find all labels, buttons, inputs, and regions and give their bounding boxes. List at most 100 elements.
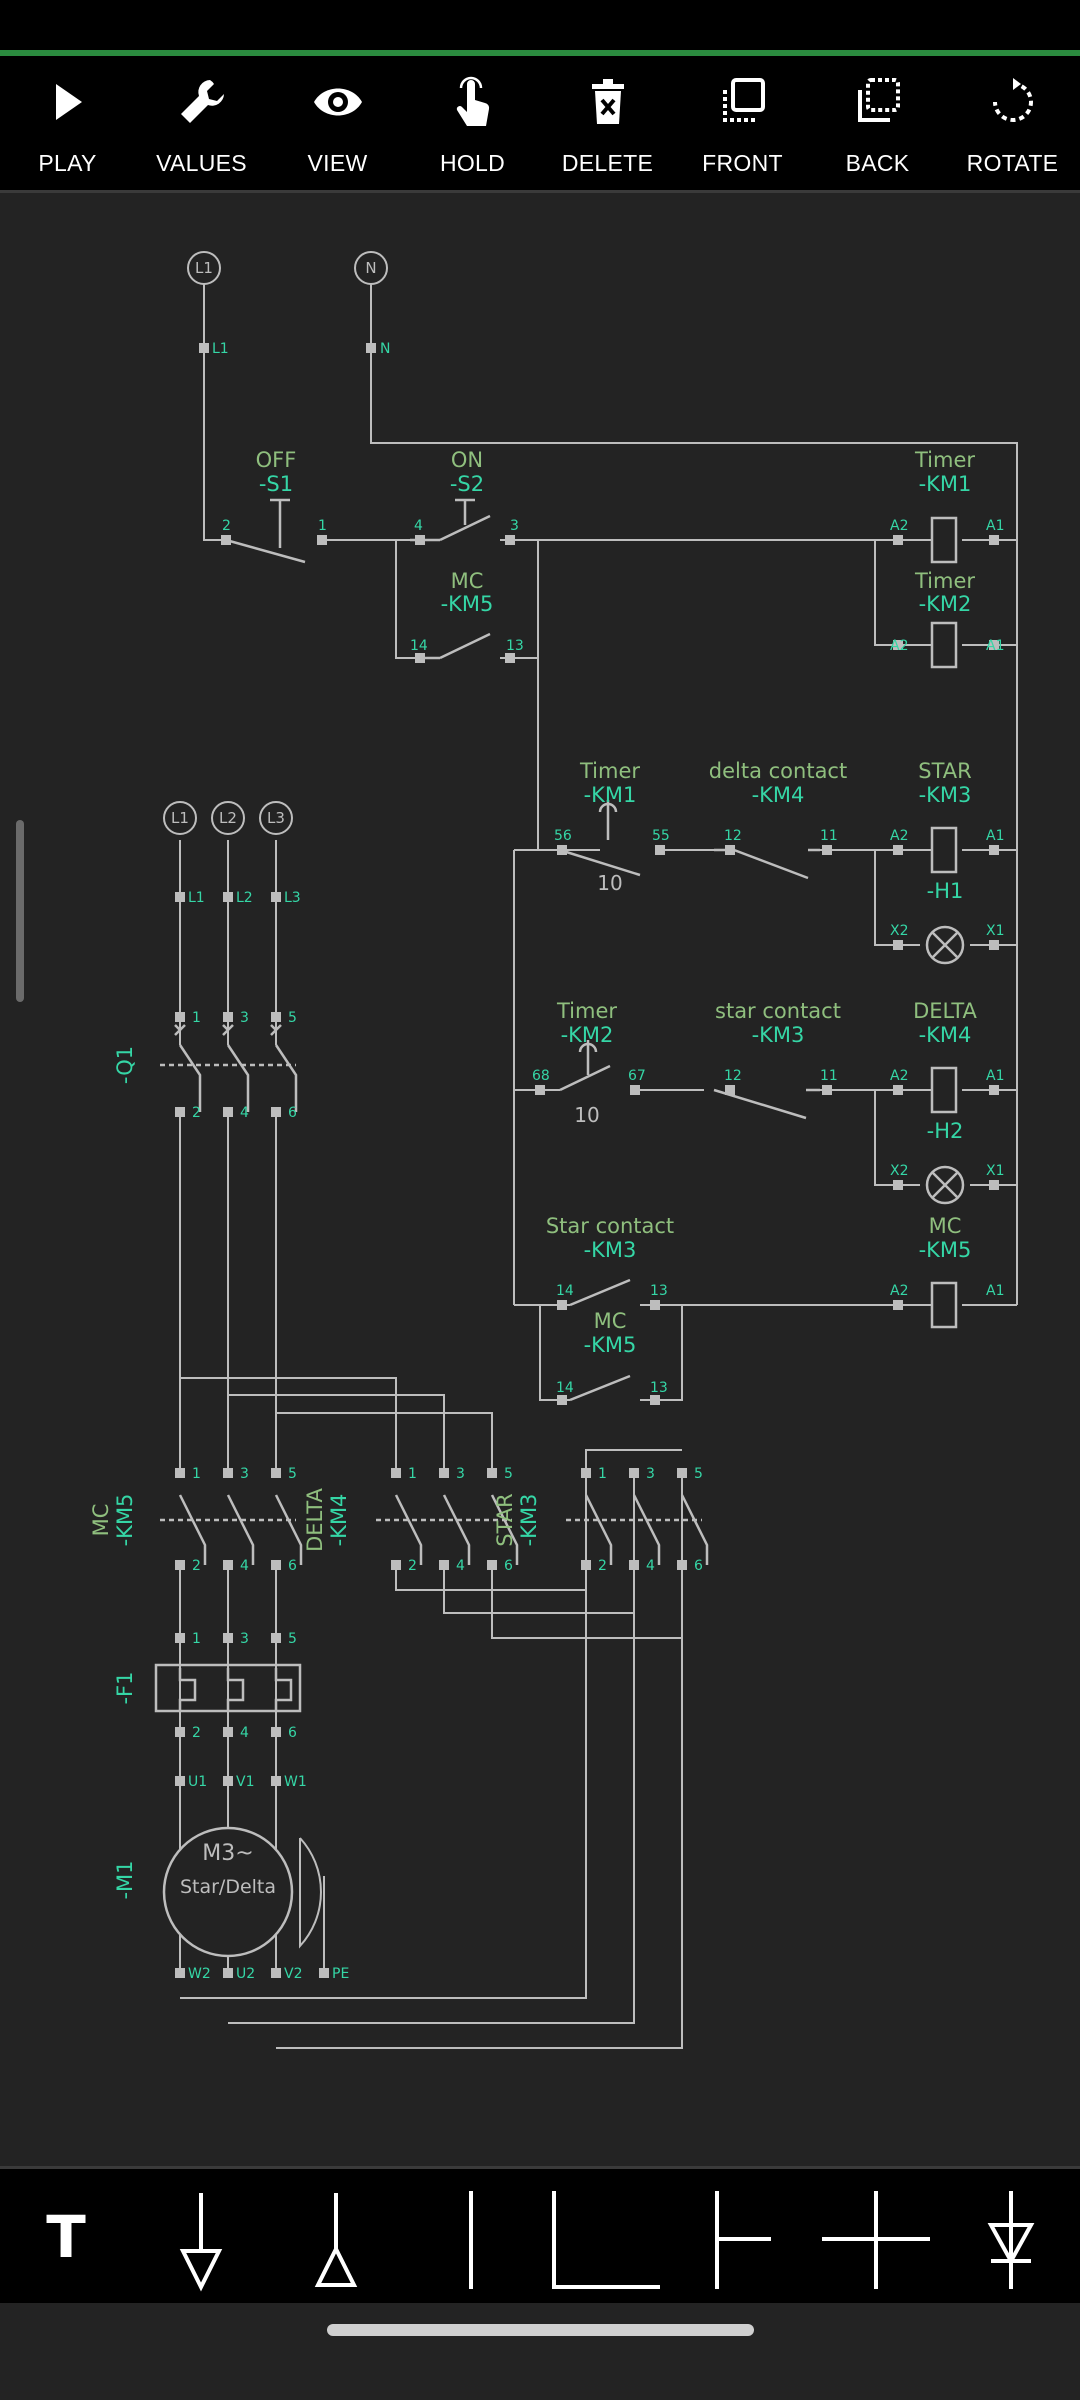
wire-corner-tool-button[interactable] (546, 2181, 666, 2297)
km1-contact-tag: -KM1 (584, 783, 637, 807)
arrow-up-triangle-icon (314, 2193, 358, 2287)
tee-wire-icon (715, 2191, 771, 2289)
supply-l1b-label: L1 (171, 809, 189, 827)
q1-term-5: 5 (288, 1010, 297, 1026)
delete-label: DELETE (561, 150, 654, 176)
km5-hold-term-14: 14 (410, 638, 428, 654)
term-n: N (380, 341, 390, 357)
play-label: PLAY (38, 150, 97, 176)
km3-star-term-14: 14 (556, 1283, 574, 1299)
delete-button[interactable]: DELETE (540, 56, 675, 190)
home-indicator[interactable] (327, 2324, 754, 2336)
h2-x2: X2 (890, 1163, 909, 1179)
rotate-button[interactable]: ROTATE (945, 56, 1080, 190)
hold-button[interactable]: HOLD (405, 56, 540, 190)
km3-main-kind: STAR (493, 1493, 517, 1546)
km1-term-56: 56 (554, 828, 572, 844)
wire-cross-tool-button[interactable] (816, 2181, 936, 2297)
km5-lower-term-13: 13 (650, 1380, 668, 1396)
diode-icon (987, 2191, 1035, 2289)
s1-term-1: 1 (318, 518, 327, 534)
km5-main-1: 1 (192, 1466, 201, 1482)
s1-tag: -S1 (259, 472, 293, 496)
km2-coil-kind: Timer (914, 569, 975, 593)
km5-coil-a2: A2 (890, 1283, 908, 1299)
values-button[interactable]: VALUES (134, 56, 269, 190)
s1-kind: OFF (256, 448, 297, 472)
arrow-down-triangle-icon (179, 2193, 223, 2292)
h2-x1: X1 (986, 1163, 1005, 1179)
m1-v2: V2 (284, 1966, 302, 1982)
schematic-canvas[interactable]: L1 N L1 L2 L3 L1 N 2 1 4 3 14 13 A2 A1 A… (0, 193, 1080, 2166)
m1-u2: U2 (236, 1966, 255, 1982)
diode-tool-button[interactable] (951, 2181, 1071, 2297)
supply-l2-label: L2 (219, 809, 237, 827)
play-button[interactable]: PLAY (0, 56, 135, 190)
km5-lower-tag: -KM5 (584, 1333, 637, 1357)
km4-main-1: 1 (408, 1466, 417, 1482)
km5-main-tag: -KM5 (113, 1494, 137, 1547)
top-toolbar: PLAY VALUES VIEW HOLD DELETE FRONT BACK … (0, 56, 1080, 193)
km4-int-tag: -KM4 (752, 783, 805, 807)
km3-main-3: 3 (646, 1466, 655, 1482)
km5-coil-tag: -KM5 (919, 1238, 972, 1262)
km3-int-term-11: 11 (820, 1068, 838, 1084)
text-tool-button[interactable]: T (6, 2181, 126, 2297)
km4-coil-a1: A1 (986, 1068, 1004, 1084)
view-button[interactable]: VIEW (270, 56, 405, 190)
km2-delay: 10 (574, 1103, 599, 1127)
rotate-label: ROTATE (966, 150, 1059, 176)
km4-coil-tag: -KM4 (919, 1023, 972, 1047)
eye-icon (314, 88, 362, 116)
m1-pe: PE (332, 1966, 349, 1982)
vertical-wire-icon (469, 2191, 473, 2289)
km5-coil-a1: A1 (986, 1283, 1004, 1299)
km4-main-kind: DELTA (303, 1487, 327, 1551)
term-l1: L1 (212, 341, 229, 357)
ground-down-tool-button[interactable] (141, 2181, 261, 2297)
s2-kind: ON (451, 448, 483, 472)
supply-l3-label: L3 (267, 809, 285, 827)
km1-coil-a2: A2 (890, 518, 908, 534)
km4-main-6: 6 (504, 1558, 513, 1574)
scroll-indicator[interactable] (16, 820, 24, 1002)
f1-term-1: 1 (192, 1631, 201, 1647)
q1-term-6: 6 (288, 1105, 297, 1121)
km3-star-tag: -KM3 (584, 1238, 637, 1262)
km5-main-3: 3 (240, 1466, 249, 1482)
q1-term-4: 4 (240, 1105, 249, 1121)
h1-x1: X1 (986, 923, 1005, 939)
km4-int-term-12: 12 (724, 828, 742, 844)
bring-to-front-icon (723, 78, 765, 122)
status-bar (0, 0, 1080, 50)
km3-main-2: 2 (598, 1558, 607, 1574)
ground-up-tool-button[interactable] (276, 2181, 396, 2297)
hold-label: HOLD (439, 150, 506, 176)
bottom-toolbar: T (0, 2166, 1080, 2303)
km2-contact-tag: -KM2 (561, 1023, 614, 1047)
km3-star-kind: Star contact (546, 1214, 674, 1238)
km1-coil-a1: A1 (986, 518, 1004, 534)
km3-coil-a1: A1 (986, 828, 1004, 844)
q1-term-1: 1 (192, 1010, 201, 1026)
text-tool-icon: T (46, 2203, 86, 2271)
back-button[interactable]: BACK (810, 56, 945, 190)
m1-v1: V1 (236, 1774, 254, 1790)
km3-coil-a2: A2 (890, 828, 908, 844)
km4-int-term-11: 11 (820, 828, 838, 844)
front-button[interactable]: FRONT (675, 56, 810, 190)
km3-main-1: 1 (598, 1466, 607, 1482)
view-label: VIEW (307, 150, 368, 176)
cross-wire-icon (822, 2191, 930, 2289)
supply-l1-label: L1 (195, 259, 213, 277)
front-label: FRONT (702, 150, 783, 176)
km1-coil-kind: Timer (914, 448, 975, 472)
km2-coil-tag: -KM2 (919, 592, 972, 616)
wire-straight-tool-button[interactable] (411, 2181, 531, 2297)
q1-tag: -Q1 (113, 1046, 137, 1084)
f1-term-6: 6 (288, 1725, 297, 1741)
m1-tag: -M1 (113, 1860, 137, 1899)
wire-tee-tool-button[interactable] (681, 2181, 801, 2297)
km3-int-tag: -KM3 (752, 1023, 805, 1047)
h2-tag: -H2 (927, 1119, 964, 1143)
